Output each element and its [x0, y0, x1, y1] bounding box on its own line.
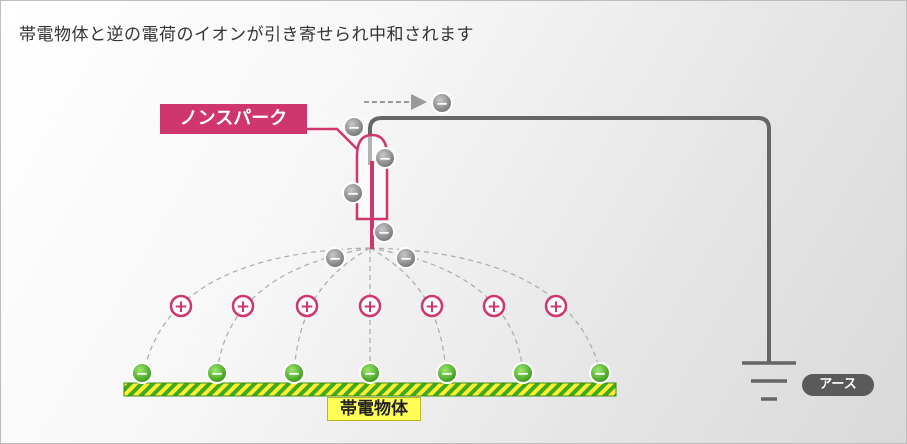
field-line: [143, 247, 371, 373]
negative-ions: −−−−−−−: [324, 92, 453, 269]
positive-ion-icon: +: [295, 294, 319, 318]
negative-ion-icon-glyph: −: [348, 118, 361, 136]
negative-charge-icon: −: [206, 362, 228, 384]
negative-charge-icon-glyph: −: [136, 364, 149, 382]
nonspark-label: ノンスパーク: [160, 104, 307, 134]
positive-ion-icon-glyph: +: [425, 297, 439, 317]
positive-ion-icon: +: [482, 294, 506, 318]
positive-ion-icon-glyph: +: [363, 297, 377, 317]
negative-charge-icon-glyph: −: [517, 364, 530, 382]
label-connector: [307, 127, 358, 150]
negative-ion-icon: −: [324, 247, 346, 269]
earth-symbol-icon: [742, 361, 796, 401]
positive-ion-icon: +: [169, 294, 193, 318]
negative-ion-icon: −: [343, 116, 365, 138]
negative-ion-icon: −: [395, 247, 417, 269]
positive-ion-icon-glyph: +: [487, 297, 501, 317]
positive-ion-icon-glyph: +: [549, 297, 563, 317]
positive-ion-icon-glyph: +: [300, 297, 314, 317]
negative-ion-icon: −: [373, 221, 395, 243]
negative-charge-icon: −: [131, 362, 153, 384]
positive-ions: + + + + + + +: [169, 294, 568, 318]
negative-ion-icon-glyph: −: [436, 94, 449, 112]
positive-ion-icon-glyph: +: [236, 297, 250, 317]
charged-object-label: 帯電物体: [327, 397, 421, 421]
headline: 帯電物体と逆の電荷のイオンが引き寄せられ中和されます: [19, 25, 474, 45]
field-line: [369, 247, 601, 373]
positive-ion-icon: +: [544, 294, 568, 318]
negative-charge-icon-glyph: −: [441, 364, 454, 382]
positive-ion-icon-glyph: +: [174, 297, 188, 317]
field-lines: [143, 247, 601, 373]
negative-charge-icon-glyph: −: [288, 364, 301, 382]
negative-charge-icon-glyph: −: [211, 364, 224, 382]
negative-ion-icon: −: [374, 147, 396, 169]
charged-object-strip: [123, 382, 617, 397]
positive-ion-icon: +: [420, 294, 444, 318]
negative-ion-icon: −: [431, 92, 453, 114]
negative-charge-icon-glyph: −: [364, 364, 377, 382]
negative-charge-icon: −: [589, 362, 611, 384]
field-line: [369, 247, 447, 373]
negative-charge-icon-glyph: −: [594, 364, 607, 382]
negative-ion-icon: −: [342, 182, 364, 204]
positive-ion-icon: +: [358, 294, 382, 318]
negative-ion-icon-glyph: −: [329, 249, 342, 267]
earth-label: アース: [802, 374, 874, 396]
negative-ion-icon-glyph: −: [379, 149, 392, 167]
negative-charge-icon: −: [283, 362, 305, 384]
ground-wire: [368, 116, 771, 362]
negative-charge-icon: −: [436, 362, 458, 384]
negative-ion-icon-glyph: −: [378, 223, 391, 241]
negative-ion-icon-glyph: −: [400, 249, 413, 267]
negative-charge-icon: −: [512, 362, 534, 384]
object-charges: −−−−−−−: [131, 362, 611, 384]
field-line: [293, 247, 371, 373]
negative-charge-icon: −: [359, 362, 381, 384]
positive-ion-icon: +: [231, 294, 255, 318]
negative-ion-icon-glyph: −: [347, 184, 360, 202]
